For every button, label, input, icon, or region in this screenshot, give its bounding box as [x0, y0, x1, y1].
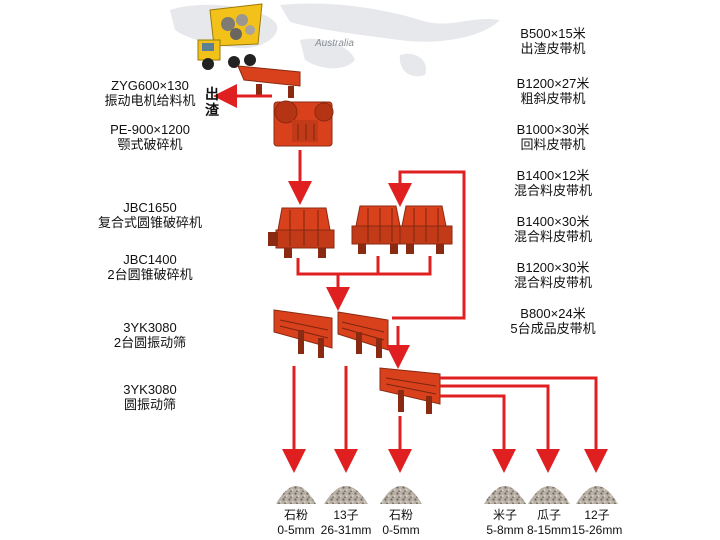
conveyor-spec-6: B1200×30米 混合料皮带机	[513, 260, 592, 290]
dump-truck-icon	[197, 3, 263, 70]
stone-pile-icon	[528, 486, 570, 504]
cone-crusher-compound-icon	[268, 207, 335, 258]
conveyor-spec-2: B1200×27米 粗斜皮带机	[516, 76, 590, 106]
conveyor-spec-4: B1400×12米 混合料皮带机	[513, 168, 592, 198]
product-label: 13子 26-31mm	[320, 508, 372, 537]
stone-pile-icon	[276, 486, 316, 504]
stone-pile-icon	[484, 486, 526, 504]
vibrating-feeder-icon	[237, 65, 301, 98]
exit-slag-label: 出 渣	[205, 86, 219, 118]
conveyor-spec-5: B1400×30米 混合料皮带机	[513, 214, 592, 244]
flow-arrows	[213, 84, 608, 473]
jaw-crusher-icon	[273, 100, 334, 147]
stone-pile-icon	[380, 486, 422, 504]
vibrating-screen-pair-icon	[273, 309, 389, 358]
product-label: 米子 5-8mm	[486, 508, 524, 537]
product-label: 石粉 0-5mm	[382, 508, 420, 537]
equipment-label-jaw-crusher: PE-900×1200 颚式破碎机	[110, 122, 190, 152]
equipment-label-compound-cone: JBC1650 复合式圆锥破碎机	[97, 200, 202, 230]
stone-pile-icon	[324, 486, 368, 504]
equipment-label-feeder: ZYG600×130 振动电机给料机	[104, 78, 196, 108]
equipment-label-cone-pair: JBC1400 2台圆锥破碎机	[107, 252, 193, 282]
equipment-label-screen-single: 3YK3080 圆振动筛	[123, 382, 177, 412]
conveyor-spec-7: B800×24米 5台成品皮带机	[510, 306, 596, 336]
product-label: 瓜子 8-15mm	[526, 508, 571, 537]
stone-piles	[276, 486, 618, 504]
conveyor-spec-3: B1000×30米 回料皮带机	[516, 122, 590, 152]
vibrating-screen-single-icon	[379, 367, 441, 414]
stone-pile-icon	[576, 486, 618, 504]
product-label: 12子 15-26mm	[571, 508, 623, 537]
cone-crusher-left-icon	[351, 205, 405, 254]
product-label: 石粉 0-5mm	[277, 508, 315, 537]
cone-crusher-right-icon	[399, 205, 453, 254]
map-watermark: Australia	[315, 38, 354, 49]
conveyor-spec-1: B500×15米 出渣皮带机	[520, 26, 586, 56]
equipment-label-screen-pair: 3YK3080 2台圆振动筛	[113, 320, 187, 350]
